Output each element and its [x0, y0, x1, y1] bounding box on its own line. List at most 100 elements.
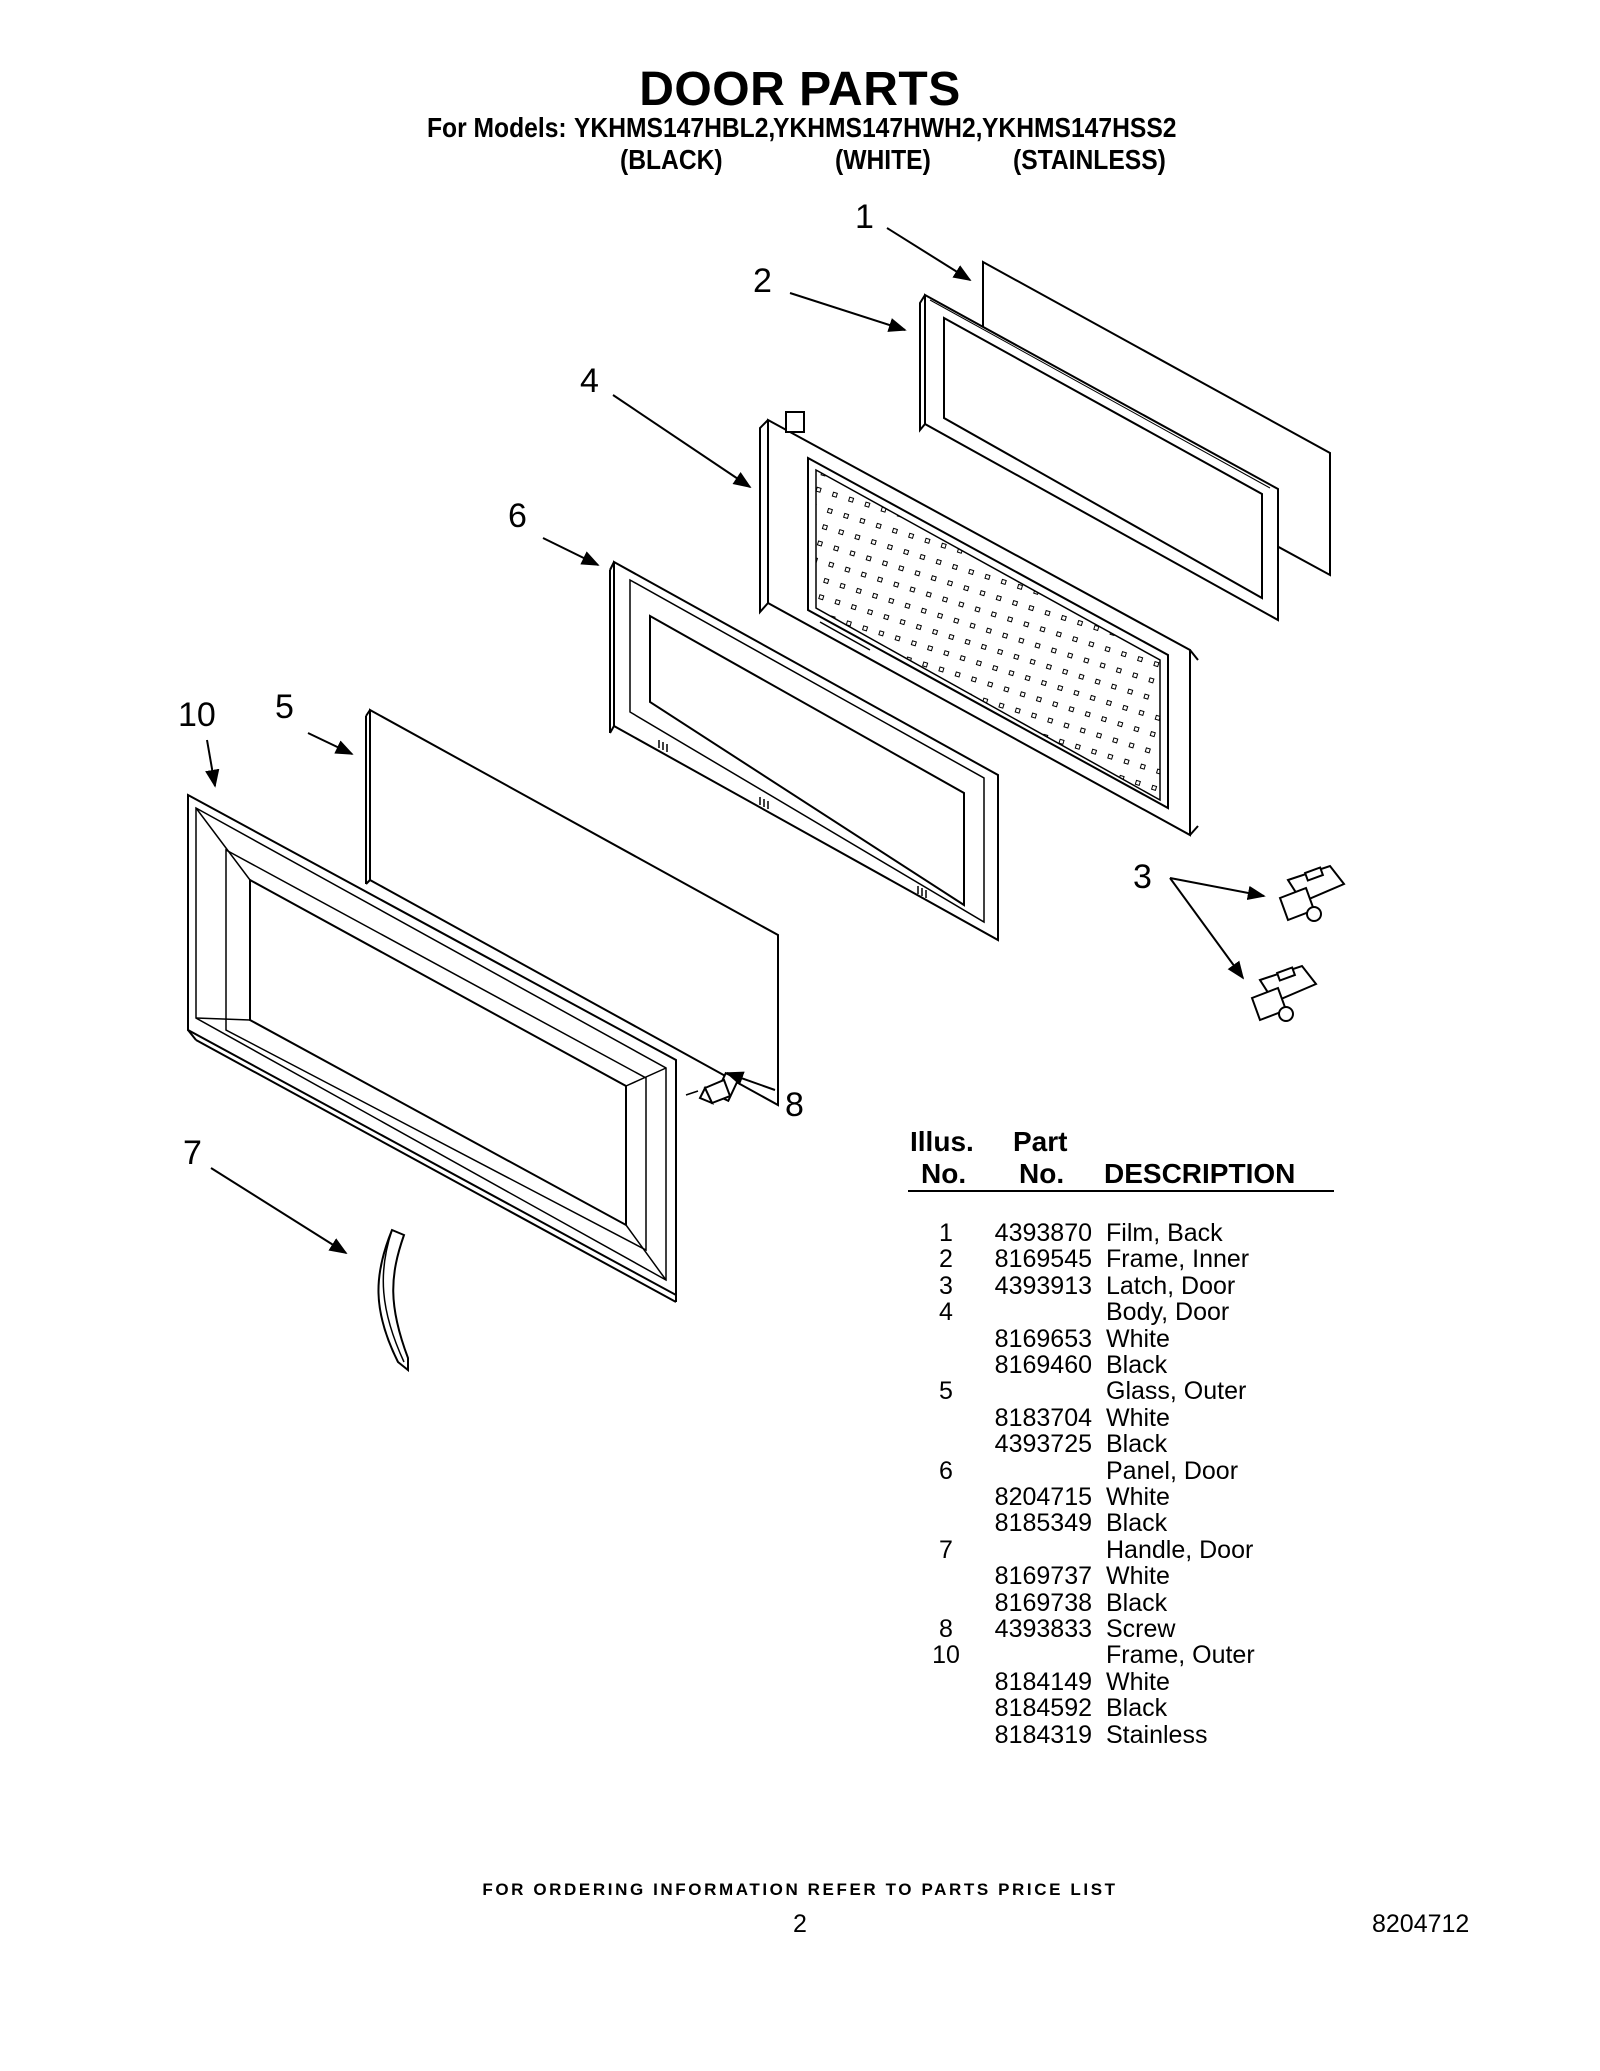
row-description: White — [1106, 1562, 1170, 1591]
variant-stainless: (STAINLESS) — [1013, 144, 1166, 175]
header-part-line2: No. — [1019, 1158, 1065, 1189]
variant-white: (WHITE) — [835, 144, 931, 175]
table-row: 10 Frame, Outer — [926, 1642, 1346, 1668]
header-part-line1: Part — [1013, 1126, 1068, 1157]
callout-6: 6 — [508, 497, 527, 535]
row-description: Frame, Inner — [1106, 1245, 1250, 1274]
row-part-no: 8185349 — [994, 1509, 1092, 1538]
row-illus-no: 5 — [939, 1377, 953, 1406]
leader-1 — [886, 227, 972, 281]
row-part-no: 8184592 — [994, 1694, 1092, 1723]
row-part-no: 4393725 — [994, 1430, 1092, 1459]
row-part-no: 4393833 — [994, 1615, 1092, 1643]
table-row: 8 4393833 Screw — [926, 1616, 1346, 1642]
row-part-no: 8183704 — [994, 1403, 1092, 1432]
door-latch-upper-part — [1278, 864, 1346, 922]
page-number: 2 — [793, 1910, 807, 1938]
callout-2: 2 — [753, 262, 772, 300]
table-row: 8184592 Black — [926, 1695, 1346, 1721]
row-illus-no: 10 — [932, 1641, 960, 1670]
table-row: 5 Glass, Outer — [926, 1378, 1346, 1404]
door-panel-part — [609, 560, 999, 942]
table-row: 8184149 White — [926, 1669, 1346, 1695]
leader-6 — [542, 537, 600, 566]
row-description: Stainless — [1106, 1720, 1208, 1749]
row-illus-no: 7 — [939, 1535, 953, 1564]
row-description: White — [1106, 1483, 1170, 1511]
row-description: White — [1106, 1667, 1170, 1696]
callout-5: 5 — [275, 688, 294, 726]
row-illus-no: 4 — [939, 1298, 953, 1327]
table-row: 8185349 Black — [926, 1510, 1346, 1536]
table-row: 8183704 White — [926, 1405, 1346, 1431]
leader-7 — [210, 1167, 348, 1254]
row-part-no: 8169737 — [994, 1562, 1092, 1591]
header-illus-line2: No. — [921, 1158, 967, 1189]
callout-8: 8 — [785, 1086, 804, 1124]
callout-10: 10 — [178, 696, 216, 734]
row-part-no: 8204715 — [994, 1483, 1092, 1511]
row-illus-no: 8 — [939, 1615, 953, 1643]
row-description: Handle, Door — [1106, 1535, 1254, 1564]
leader-5 — [307, 732, 354, 755]
door-body-part — [759, 411, 1199, 837]
row-part-no: 8184319 — [994, 1720, 1092, 1749]
row-illus-no: 1 — [939, 1219, 953, 1247]
row-part-no: 8169460 — [994, 1351, 1092, 1379]
inner-frame-part — [919, 293, 1279, 622]
row-description: Panel, Door — [1106, 1456, 1239, 1485]
row-description: Film, Back — [1106, 1219, 1223, 1247]
table-row: 8169737 White — [926, 1563, 1346, 1589]
row-description: Black — [1106, 1694, 1168, 1723]
variant-black: (BLACK) — [620, 144, 723, 175]
document-number: 8204712 — [1372, 1910, 1470, 1938]
callout-1: 1 — [855, 198, 874, 236]
row-part-no: 4393913 — [994, 1271, 1092, 1300]
callout-4: 4 — [580, 362, 599, 400]
screw-part — [685, 1071, 740, 1105]
leader-8 — [725, 1071, 776, 1091]
door-handle-part — [377, 1228, 409, 1373]
page-title: DOOR PARTS — [639, 63, 961, 116]
row-illus-no: 3 — [939, 1271, 953, 1300]
callout-3: 3 — [1133, 858, 1152, 896]
row-description: Black — [1106, 1588, 1168, 1617]
row-description: Screw — [1106, 1615, 1176, 1643]
row-part-no: 8184149 — [994, 1667, 1092, 1696]
leader-3a — [1169, 877, 1266, 901]
header-description: DESCRIPTION — [1104, 1158, 1296, 1189]
row-part-no: 8169738 — [994, 1588, 1092, 1617]
row-description: White — [1106, 1403, 1170, 1432]
row-description: Black — [1106, 1509, 1168, 1538]
outer-glass-part — [365, 708, 779, 1107]
exploded-parts-diagram: 1 2 3 4 5 6 7 8 10 — [178, 198, 1346, 1373]
leader-3b — [1169, 877, 1245, 980]
leader-4 — [612, 394, 752, 489]
row-part-no: 8169653 — [994, 1324, 1092, 1353]
table-row: 8204715 White — [926, 1484, 1346, 1510]
model-stainless: YKHMS147HSS2 — [982, 112, 1177, 143]
model-white: YKHMS147HWH2, — [773, 112, 983, 143]
row-illus-no: 6 — [939, 1456, 953, 1485]
table-row: 6 Panel, Door — [926, 1458, 1346, 1484]
outer-frame-part — [187, 793, 677, 1303]
row-description: Black — [1106, 1351, 1168, 1379]
ordering-note: FOR ORDERING INFORMATION REFER TO PARTS … — [482, 1880, 1118, 1899]
models-prefix: For Models: — [427, 112, 567, 143]
row-description: Frame, Outer — [1106, 1641, 1255, 1670]
header-illus-line1: Illus. — [910, 1126, 974, 1157]
leader-10 — [205, 739, 220, 788]
model-black: YKHMS147HBL2, — [574, 112, 776, 143]
row-illus-no: 2 — [939, 1245, 953, 1274]
table-row: 8169460 Black — [926, 1352, 1346, 1378]
table-row: 7 Handle, Door — [926, 1537, 1346, 1563]
row-description: Glass, Outer — [1106, 1377, 1247, 1406]
row-description: White — [1106, 1324, 1170, 1353]
row-description: Latch, Door — [1106, 1271, 1236, 1300]
table-row: 3 4393913 Latch, Door — [926, 1273, 1346, 1299]
callout-7: 7 — [183, 1134, 202, 1172]
